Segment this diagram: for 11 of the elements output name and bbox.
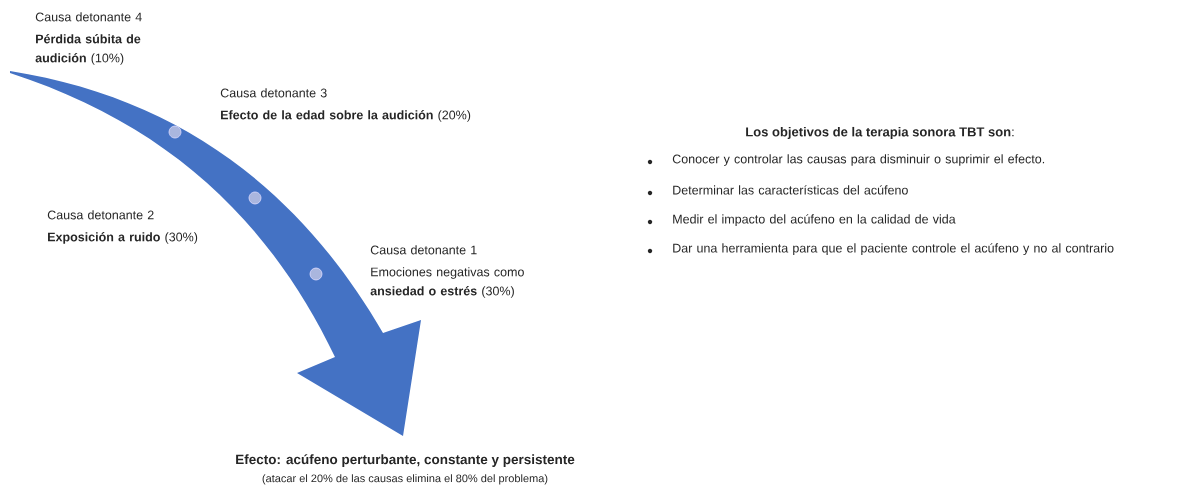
cause-text: Causa detonante 3 Efecto de la edad sobre la audición (20%) [220,88,471,122]
list-item: Medir el impacto del acúfeno en la calidad de vida [673,214,956,226]
cause-text: Causa detonante 2 Exposición a ruido (30%) [47,210,198,244]
list-item: Dar una herramienta para que el paciente controle el acúfeno y no al contrario [673,243,1114,255]
list-item: Determinar las características del acúfeno [673,185,908,195]
cause-text: Causa detonante 4 Pérdida súbita de audición (10%) [35,12,142,65]
cause-text: Causa detonante 1 Emociones negativas como ansiedad o estrés (30%) [370,245,524,298]
list-item: Conocer y controlar las causas para disminuir o suprimir el efecto. [672,154,1045,166]
effect-text: Efecto: acúfeno perturbante, constante y persistente (atacar el 20% de las causas elimina el 80% del problema) [236,454,575,485]
list-heading: Los objetivos de la terapia sonora TBT son: [746,126,1014,140]
curved-arrow [10,71,421,436]
